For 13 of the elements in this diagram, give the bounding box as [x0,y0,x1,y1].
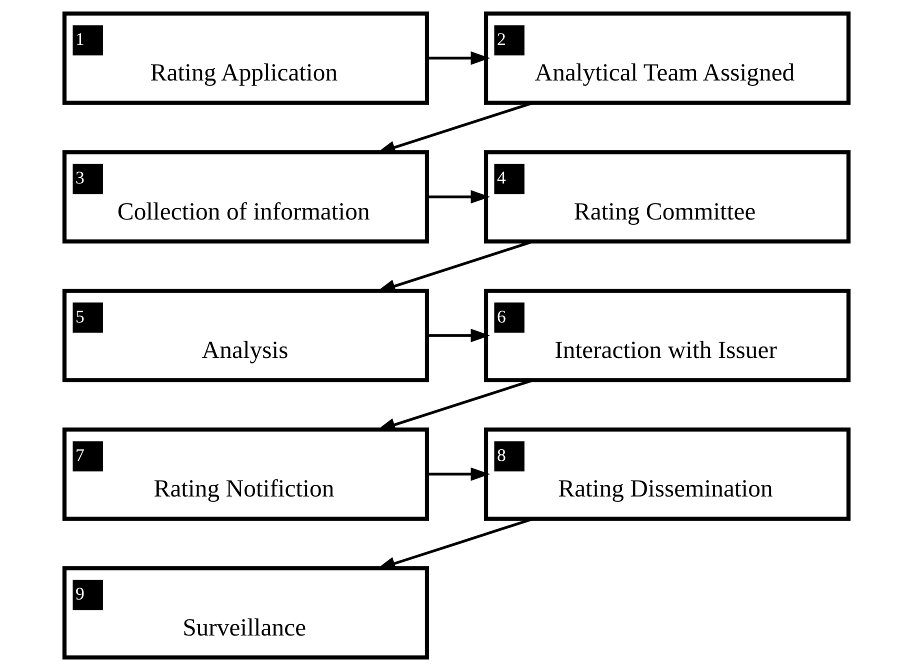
arrow [427,467,490,481]
node-box: 8 Rating Dissemination [484,428,851,521]
arrow [427,51,490,65]
node-box: 6 Interaction with Issuer [484,288,851,382]
node-box: 2 Analytical Team Assigned [484,11,851,105]
node-box: 5 Analysis [62,288,430,382]
arrow [427,328,490,342]
node-box: 7 Rating Notifiction [62,428,430,521]
arrow [427,190,490,204]
node-box: 9 Surveillance [62,566,430,660]
node-box: 1 Rating Application [62,11,430,105]
node-box: 3 Collection of information [62,150,430,244]
node-box: 4 Rating Committee [484,150,851,244]
